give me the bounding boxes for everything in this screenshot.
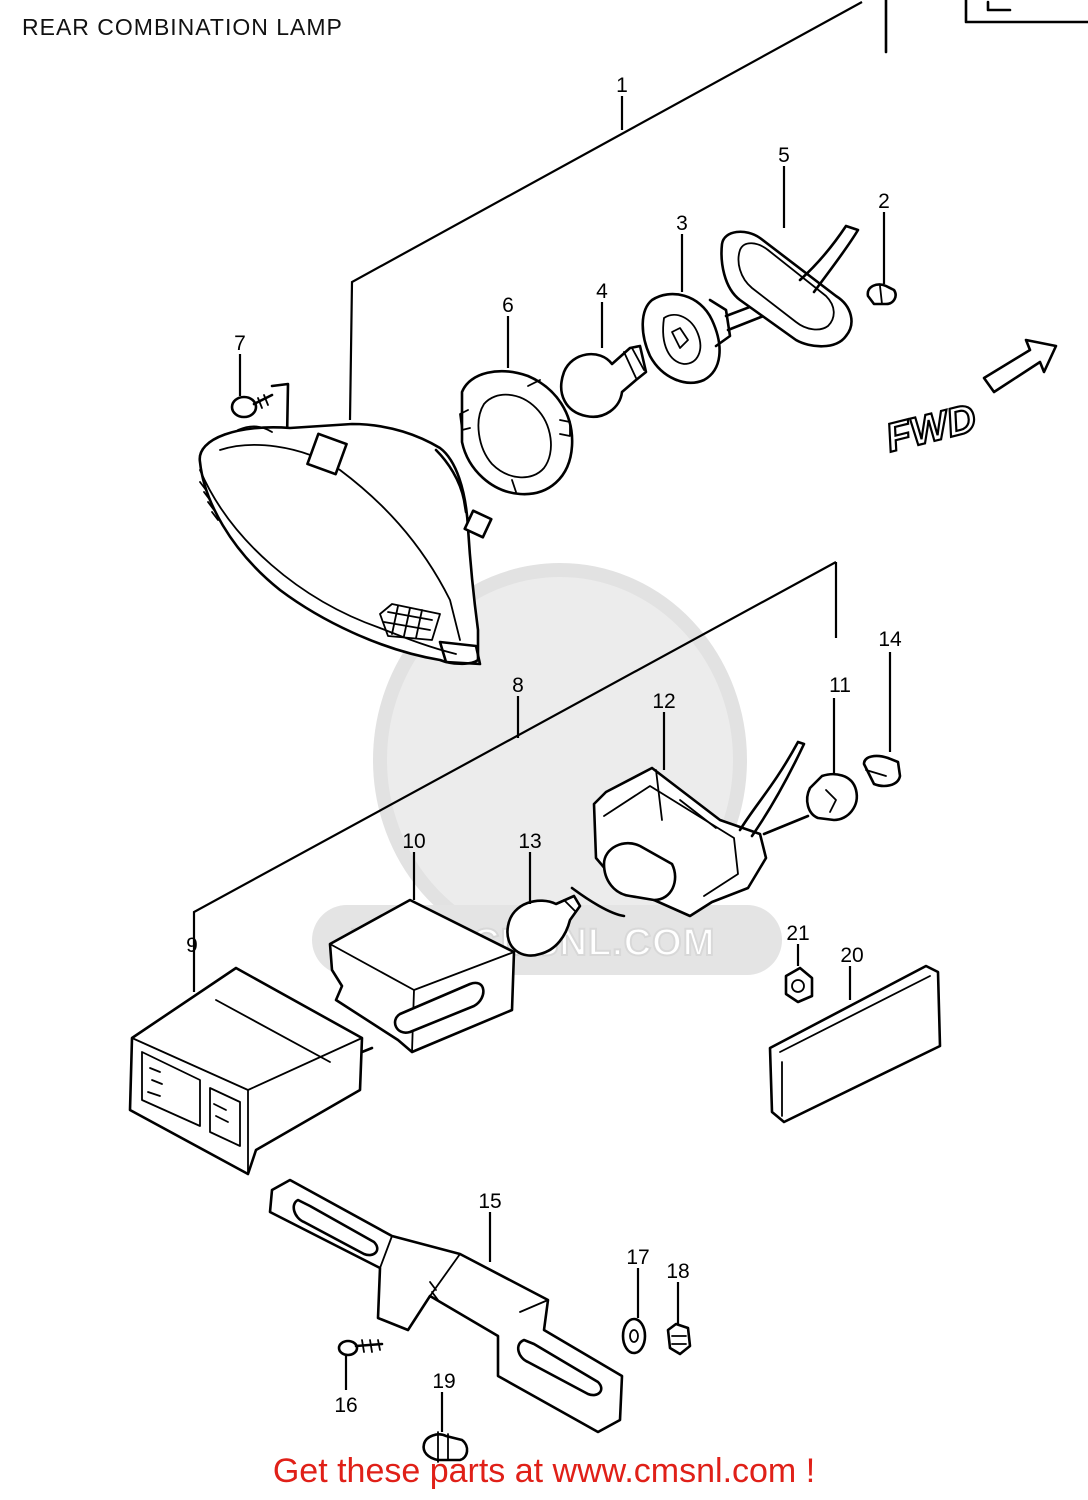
callout-7: 7: [234, 332, 246, 355]
part-15-bracket: [268, 1178, 624, 1434]
callout-3: 3: [676, 212, 688, 235]
callout-13: 13: [518, 830, 541, 853]
part-13-bulb: [506, 894, 582, 957]
page-corner-frame: [884, 0, 1088, 54]
part-19-clip: [422, 1431, 469, 1463]
callout-4: 4: [596, 280, 608, 303]
callout-15: 15: [478, 1190, 501, 1213]
part-12-lamp-body: [570, 740, 806, 918]
lower-lamp-assembly: [128, 561, 942, 1176]
callout-5: 5: [778, 144, 790, 167]
part-20-reflector: [768, 964, 942, 1124]
svg-text:FWD: FWD: [882, 396, 981, 461]
callout-2: 2: [878, 190, 890, 213]
part-4-bulb: [559, 344, 648, 419]
part-17-washer: [621, 1317, 647, 1355]
part-1-lamp-housing: [198, 422, 493, 666]
callout-9: 9: [186, 934, 198, 957]
callout-1: 1: [616, 74, 628, 97]
part-16-bolt: [337, 1339, 384, 1357]
callout-6: 6: [502, 294, 514, 317]
forward-direction-indicator: FWD: [880, 338, 1058, 462]
upper-lamp-assembly: [198, 1, 897, 666]
callout-8: 8: [512, 674, 524, 697]
callout-11: 11: [829, 674, 851, 697]
part-5-gasket: [720, 224, 860, 348]
callout-19: 19: [432, 1370, 455, 1393]
callout-16: 16: [334, 1394, 357, 1417]
footer-promo-link[interactable]: Get these parts at www.cmsnl.com !: [272, 1452, 816, 1490]
part-10-lens: [328, 898, 516, 1054]
part-2-screw: [866, 283, 897, 306]
callout-21: 21: [786, 922, 809, 945]
part-14-grommet: [862, 754, 902, 788]
part-18-nut: [666, 1322, 692, 1356]
part-21-nut: [784, 966, 814, 1004]
license-bracket-group: [268, 1178, 692, 1463]
callout-14: 14: [878, 628, 902, 651]
part-6-socket-ring: [459, 369, 574, 496]
page-title: REAR COMBINATION LAMP: [22, 14, 343, 40]
callout-18: 18: [666, 1260, 689, 1283]
callout-labels: 1 2 3 4 5 6 7 8 9 10 11 12 13 14 15 16 1…: [186, 74, 902, 1417]
callout-17: 17: [626, 1246, 649, 1269]
callout-20: 20: [840, 944, 863, 967]
part-9-lamp-housing: [128, 966, 374, 1176]
callout-10: 10: [402, 830, 425, 853]
callout-12: 12: [652, 690, 675, 713]
part-11-socket: [762, 772, 859, 836]
reflector-grid: [379, 603, 441, 641]
leader-lines: [238, 96, 892, 1432]
